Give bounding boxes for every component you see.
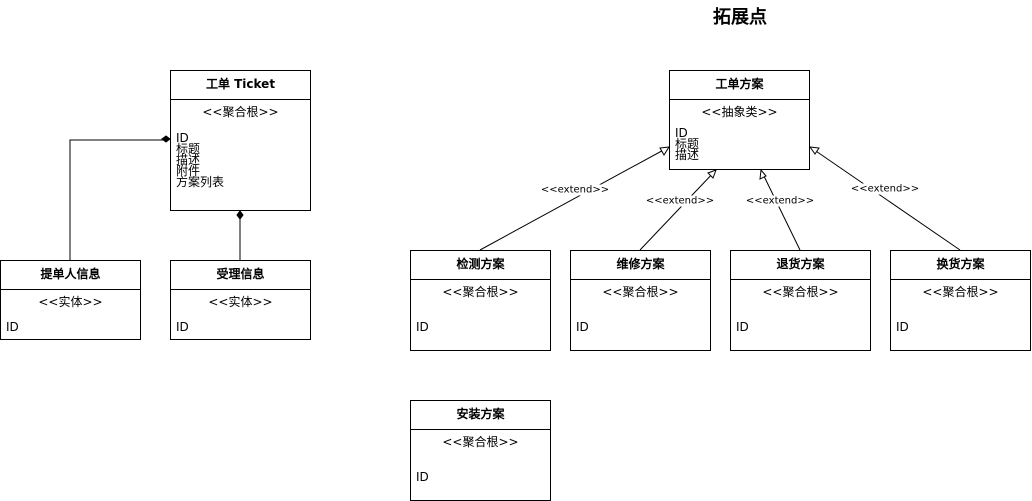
- extend-label-return: <<extend>>: [745, 195, 815, 207]
- class-ticket[interactable]: 工单 Ticket <<聚合根>> ID 标题 描述 附件 方案列表: [170, 70, 311, 211]
- attribute: ID: [6, 320, 19, 334]
- class-stereotype: <<聚合根>>: [202, 105, 279, 119]
- attribute: 描述: [675, 148, 700, 162]
- class-name: 检测方案: [411, 251, 550, 280]
- extend-label-inspect: <<extend>>: [540, 184, 610, 196]
- attribute: 附件: [176, 164, 201, 178]
- diagram-title: 拓展点: [713, 7, 767, 28]
- class-name: 工单方案: [670, 71, 809, 100]
- class-exchange[interactable]: 换货方案 <<聚合根>> ID: [890, 250, 1031, 351]
- extend-inspect-line: [479, 146, 670, 251]
- attribute: ID: [675, 126, 688, 140]
- class-attributes: ID: [576, 320, 589, 334]
- extend-exchange-line: [809, 146, 961, 251]
- composition-handling-diamond: [236, 210, 244, 220]
- extend-exchange-arrow: [808, 146, 820, 155]
- attribute: ID: [736, 320, 749, 334]
- extend-repair-arrow: [707, 169, 717, 179]
- attribute: 标题: [675, 137, 700, 151]
- class-stereotype: <<抽象类>>: [701, 105, 778, 119]
- class-stereotype: <<实体>>: [208, 295, 273, 309]
- class-attributes: ID: [176, 320, 189, 334]
- class-stereotype: <<聚合根>>: [602, 285, 679, 299]
- class-repair[interactable]: 维修方案 <<聚合根>> ID: [570, 250, 711, 351]
- attribute: 标题: [176, 142, 201, 156]
- attribute: ID: [896, 320, 909, 334]
- class-attributes: ID 标题 描述: [675, 126, 700, 162]
- class-attributes: ID: [736, 320, 749, 334]
- class-stereotype: <<聚合根>>: [922, 285, 999, 299]
- class-attributes: ID: [416, 320, 429, 334]
- extend-return-line: [760, 169, 801, 251]
- class-attributes: ID 标题 描述 附件 方案列表: [176, 131, 225, 189]
- class-return[interactable]: 退货方案 <<聚合根>> ID: [730, 250, 871, 351]
- class-stereotype: <<聚合根>>: [442, 285, 519, 299]
- class-stereotype: <<聚合根>>: [762, 285, 839, 299]
- attribute: 描述: [176, 153, 201, 167]
- class-name: 工单 Ticket: [171, 71, 310, 100]
- attribute: ID: [576, 320, 589, 334]
- class-attributes: ID: [896, 320, 909, 334]
- class-inspect[interactable]: 检测方案 <<聚合根>> ID: [410, 250, 551, 351]
- extend-inspect-arrow: [659, 146, 670, 156]
- class-name: 退货方案: [731, 251, 870, 280]
- extend-repair-line: [639, 169, 717, 251]
- class-stereotype: <<聚合根>>: [442, 435, 519, 449]
- attribute: ID: [176, 320, 189, 334]
- extend-return-arrow: [759, 168, 767, 180]
- attribute: ID: [176, 131, 189, 145]
- composition-submitter-line: [69, 139, 168, 260]
- class-install[interactable]: 安装方案 <<聚合根>> ID: [410, 400, 551, 501]
- attribute: ID: [416, 320, 429, 334]
- class-handling[interactable]: 受理信息 <<实体>> ID: [170, 260, 311, 340]
- class-attributes: ID: [416, 470, 429, 484]
- class-name: 提单人信息: [1, 261, 140, 290]
- class-name: 换货方案: [891, 251, 1030, 280]
- extend-label-repair: <<extend>>: [645, 195, 715, 207]
- extend-label-exchange: <<extend>>: [850, 183, 920, 195]
- attribute: ID: [416, 470, 429, 484]
- class-name: 安装方案: [411, 401, 550, 430]
- class-name: 维修方案: [571, 251, 710, 280]
- class-plan[interactable]: 工单方案 <<抽象类>> ID 标题 描述: [669, 70, 810, 170]
- class-submitter[interactable]: 提单人信息 <<实体>> ID: [0, 260, 141, 340]
- class-name: 受理信息: [171, 261, 310, 290]
- class-stereotype: <<实体>>: [38, 295, 103, 309]
- attribute: 方案列表: [176, 175, 225, 189]
- composition-submitter-diamond: [161, 135, 171, 143]
- class-attributes: ID: [6, 320, 19, 334]
